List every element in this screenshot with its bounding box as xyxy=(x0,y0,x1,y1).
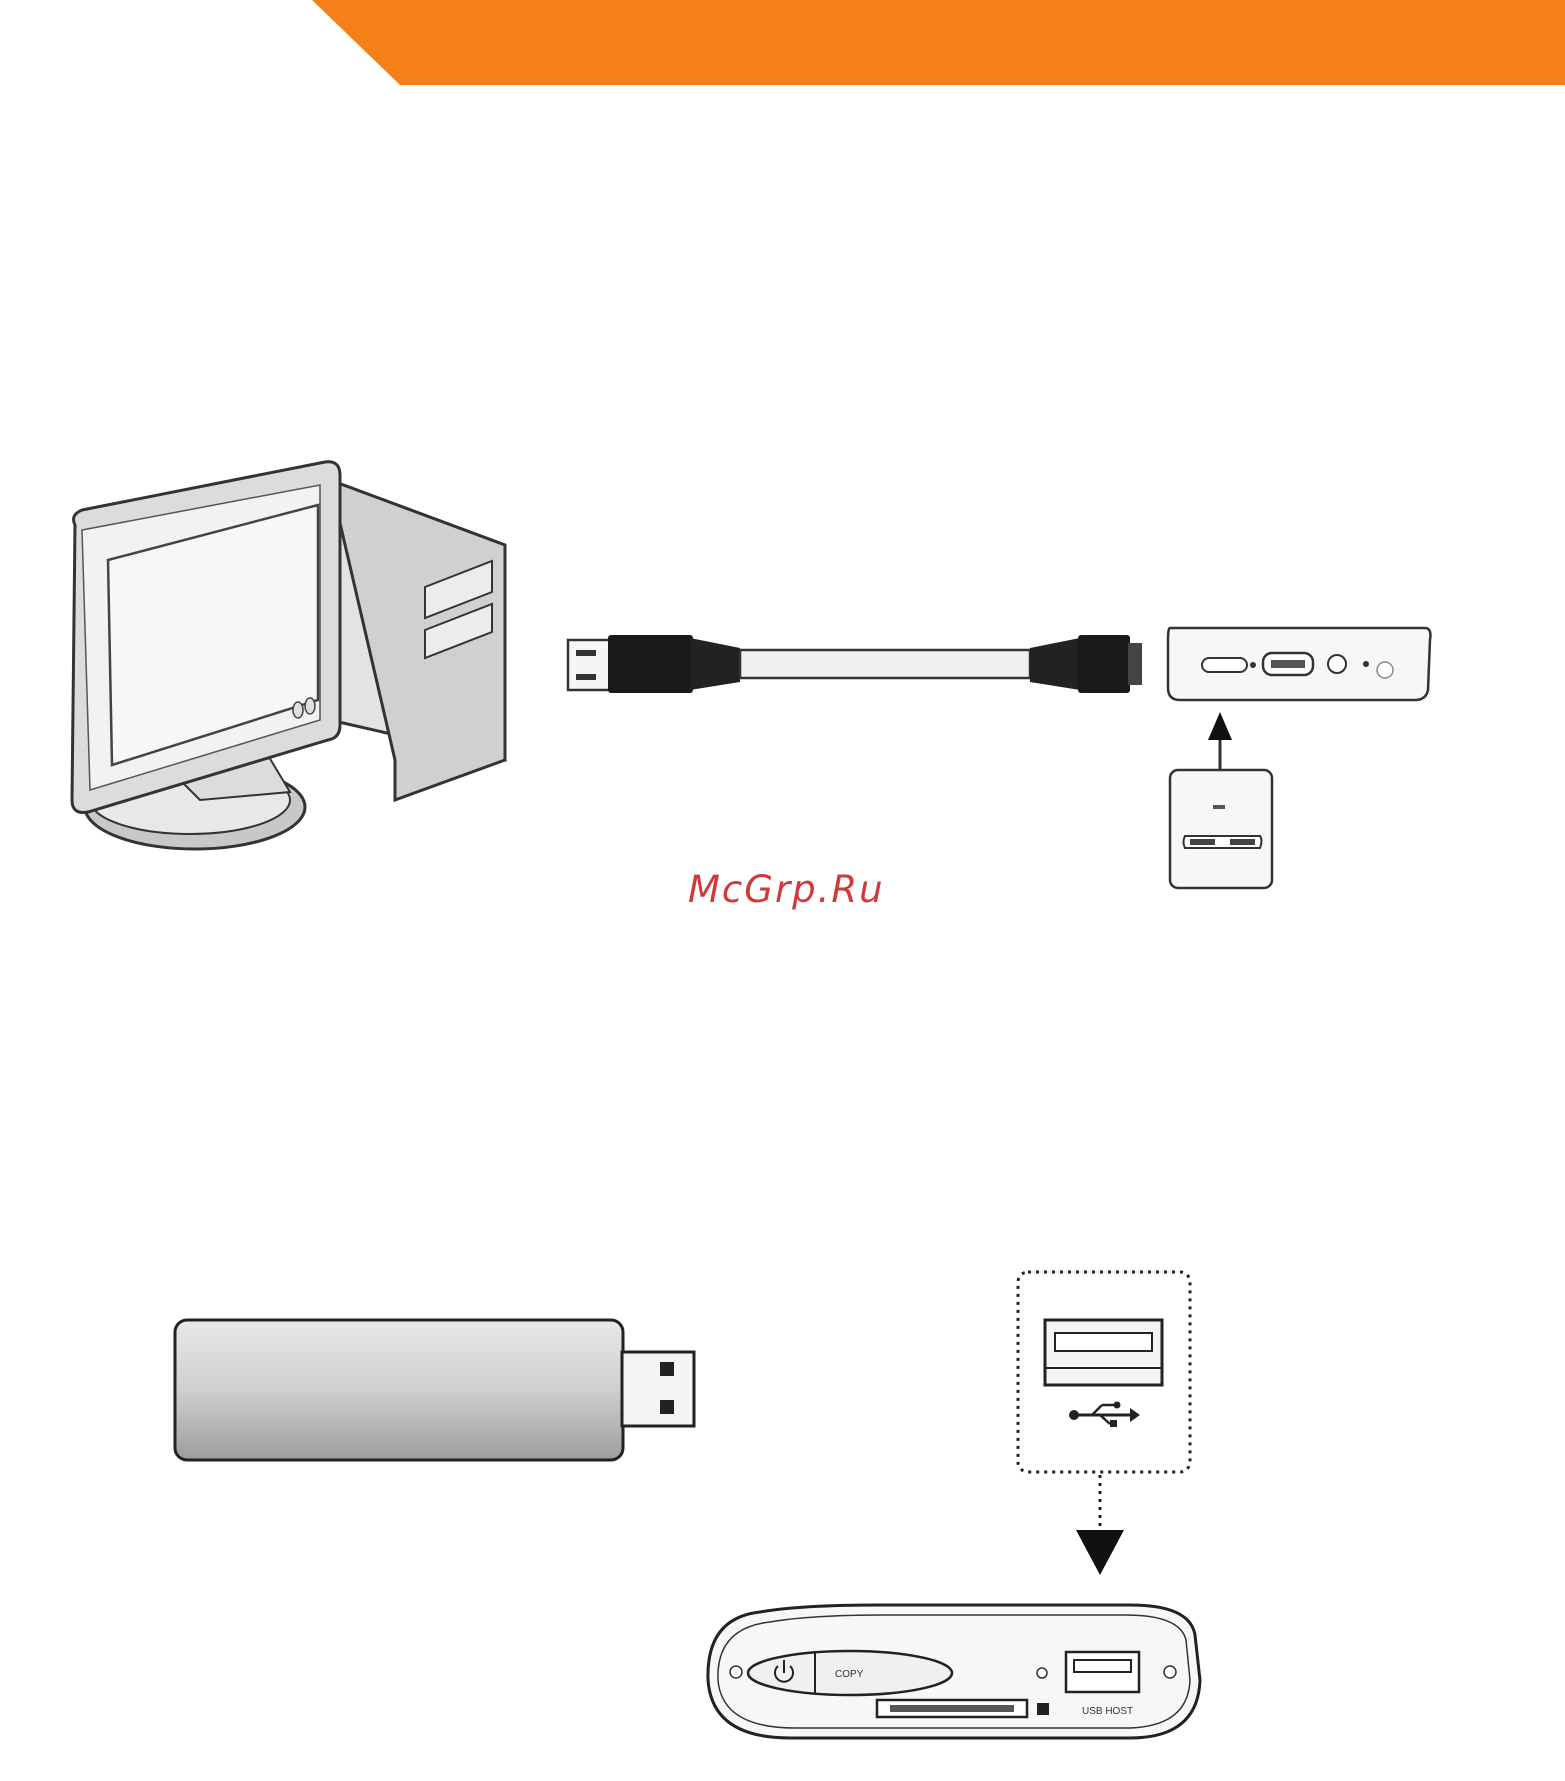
usb-host-label: USB HOST xyxy=(1082,1706,1133,1717)
usb-flash-drive-icon xyxy=(175,1320,694,1460)
usb-symbol-icon xyxy=(1069,1402,1140,1428)
arrow-down-icon xyxy=(1076,1530,1124,1575)
device-front-panel: COPY USB HOST xyxy=(708,1605,1200,1738)
usb-host-port-detail xyxy=(1018,1272,1190,1575)
copy-button-label: COPY xyxy=(835,1669,864,1680)
